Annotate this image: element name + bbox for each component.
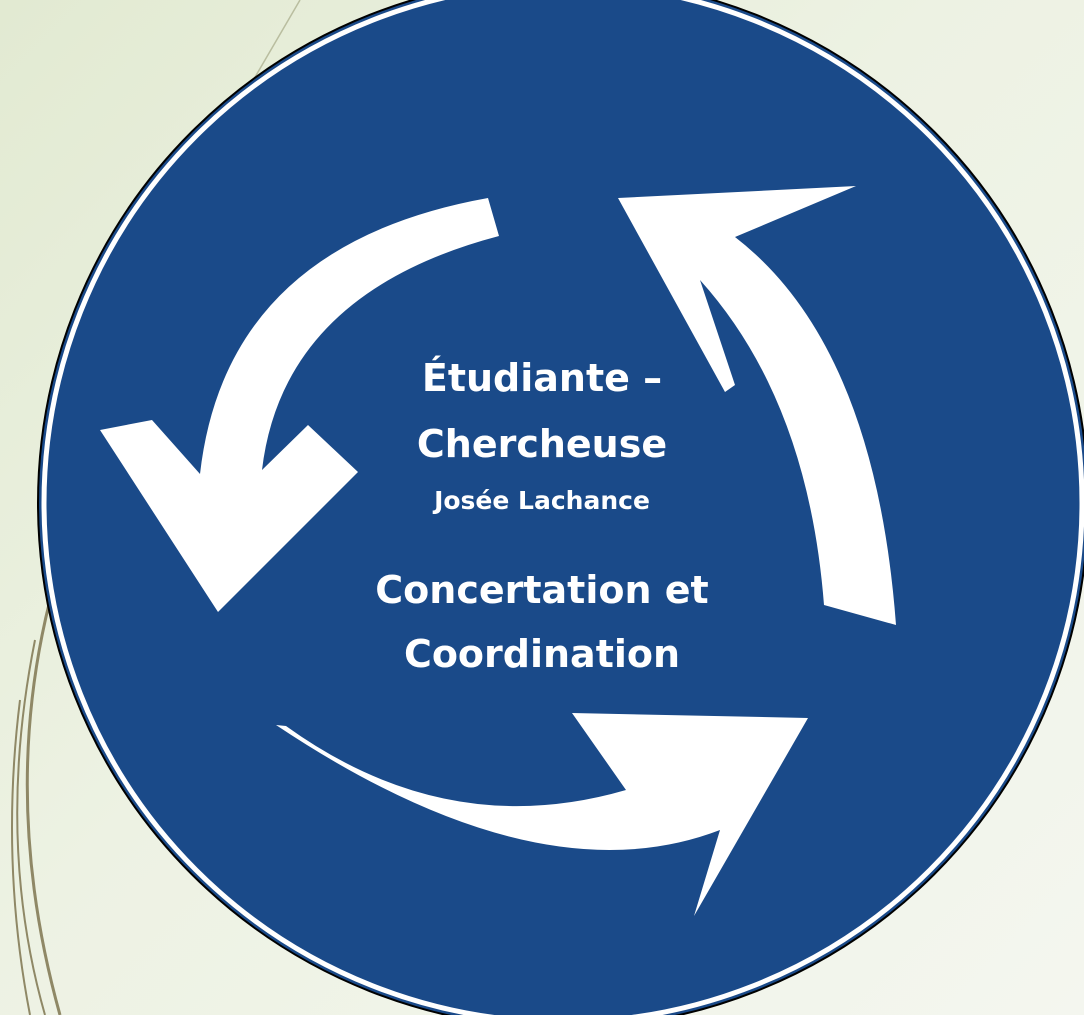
decor-curve	[16, 639, 46, 1015]
subtitle-line-2: Coordination	[403, 632, 681, 676]
cycle-arrow-icon	[100, 198, 499, 612]
sign-inner-ring	[41, 0, 1084, 1015]
cycle-arrow-icon	[618, 186, 896, 625]
sign-disc	[37, 0, 1084, 1015]
author-name: Josée Lachance	[434, 486, 650, 515]
decor-curve	[25, 599, 62, 1015]
roundabout-arrows	[100, 186, 896, 916]
cycle-arrow-icon	[276, 713, 808, 916]
title-line-2: Chercheuse	[416, 422, 668, 466]
title-line-1: Étudiante –	[421, 356, 663, 400]
roundabout-sign	[37, 0, 1084, 1015]
decor-curve	[11, 699, 31, 1015]
subtitle-line-1: Concertation et	[375, 568, 709, 612]
